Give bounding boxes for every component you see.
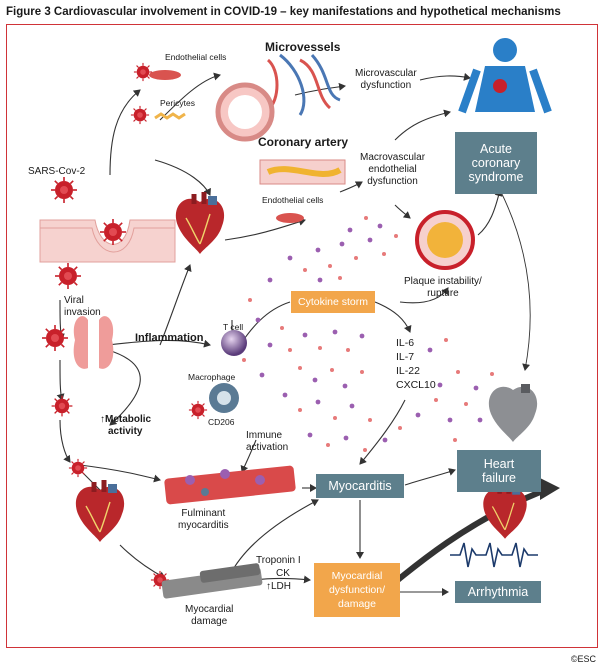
arrow-to-microvascular [294, 82, 346, 96]
pericytes-label: Pericytes [160, 98, 195, 108]
cytokine-cloud [242, 216, 494, 452]
arrow-heart-to-damage [119, 544, 166, 579]
il6-label: IL-6 [396, 337, 415, 349]
ecg-trace-icon [450, 542, 538, 568]
macrophage-icon [209, 383, 239, 413]
t-cell-label: T cell [223, 322, 244, 332]
endothelial-cells-top-label: Endothelial cells [165, 52, 227, 62]
copyright: ©ESC [570, 654, 596, 664]
arrow-heart-to-endothelial [224, 218, 306, 241]
arrow-to-macrovascular [339, 181, 363, 193]
cardiomyocyte-icon [164, 465, 296, 505]
virus-icon [50, 394, 74, 418]
heart-icon [176, 192, 224, 254]
biomarkers-list: Troponin I CK ↑LDH [256, 554, 301, 593]
troponin-label: Troponin I [256, 555, 301, 566]
figure-caption: Figure 3 Cardiovascular involvement in C… [6, 6, 561, 18]
virus-icon [41, 324, 69, 352]
virus-icon [68, 458, 88, 478]
arrow-cxcl-to-myocarditis [359, 399, 406, 465]
arrow-damage-to-myocarditis [229, 499, 319, 576]
macrophage-label: Macrophage [188, 372, 236, 382]
gray-heart-icon [488, 384, 538, 442]
interleukin-list: IL-6 IL-7 IL-22 CXCL10 [396, 336, 436, 392]
virus-icon [188, 400, 208, 420]
virus-icon [50, 176, 78, 204]
virus-icon [99, 218, 127, 246]
endothelial-cell-icon [149, 70, 181, 80]
inflammation-label: Inflammation [135, 332, 204, 344]
cd206-label: CD206 [208, 417, 235, 427]
arrow-myocarditis-to-hf [404, 468, 456, 486]
virus-icon [130, 105, 150, 125]
arrow-to-plaque [394, 204, 411, 219]
cxcl10-label: CXCL10 [396, 379, 436, 391]
damaged-myocardium-icon [161, 563, 263, 599]
arrow-cytokine-to-plaque [399, 287, 449, 304]
arrow-acute-to-hf [499, 189, 531, 371]
metabolic-activity-label: ↑Metabolic activity [100, 414, 152, 437]
human-body-icon [458, 38, 552, 114]
cytokine-storm-box: Cytokine storm [291, 291, 375, 313]
lung-icon [73, 316, 114, 369]
il22-label: IL-22 [396, 365, 420, 377]
figure-frame [6, 24, 598, 648]
arrow-to-heart-mid [159, 264, 192, 346]
arrow-to-endothelial-top [109, 89, 141, 176]
arrow-cytokine-to-immune [239, 301, 291, 346]
arrow-to-acute [477, 189, 503, 236]
ldh-label: ↑LDH [266, 581, 292, 592]
microvessels-icon [266, 53, 341, 116]
coronary-artery-label: Coronary artery [258, 135, 349, 149]
microvessels-label: Microvessels [265, 40, 341, 54]
cell-membrane [39, 219, 176, 263]
sars-cov2-label: SARS-Cov-2 [28, 166, 86, 177]
myocarditis-box: Myocarditis [316, 474, 404, 498]
virus-icon [133, 62, 153, 82]
coronary-artery-icon [259, 159, 346, 185]
endothelial-cell-icon [276, 213, 304, 223]
arrow-lung-to-tcell [107, 339, 211, 348]
virus-icon [54, 262, 82, 290]
il7-label: IL-7 [396, 351, 415, 363]
t-cell-icon [221, 330, 247, 356]
ck-label: CK [276, 568, 290, 579]
arrhythmia-box: Arrhythmia [455, 581, 541, 603]
endothelial-cells-mid-label: Endothelial cells [262, 195, 324, 205]
plaque-instability-label: Plaque instability/rupture [404, 276, 482, 299]
pericyte-icon [154, 112, 186, 120]
